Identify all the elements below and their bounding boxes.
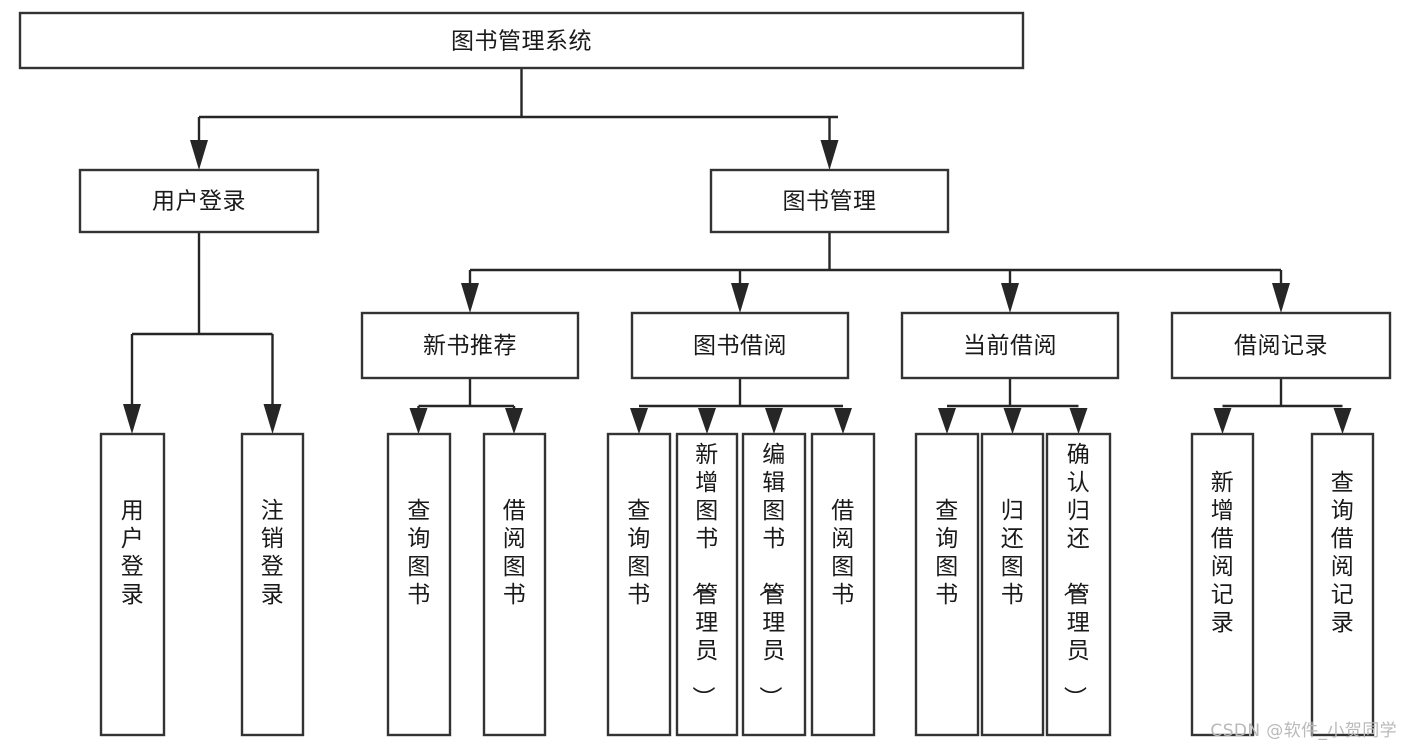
leaf-user-login-box[interactable]: [99, 432, 166, 737]
node-current-borrow-box[interactable]: [900, 311, 1120, 380]
node-book-borrow[interactable]: 图书借阅: [630, 311, 850, 380]
node-new-book-recommend-box[interactable]: [360, 311, 580, 380]
node-new-book-recommend-label: 新书推荐: [423, 333, 517, 359]
leaf-recommend-query-book-box[interactable]: [386, 432, 452, 737]
arrowhead-leaf-rec-query: [409, 408, 428, 434]
leaf-borrow-lend-book-box[interactable]: [810, 432, 876, 737]
leaf-record-query[interactable]: 查询借阅记录: [1310, 432, 1375, 737]
arrowhead-borrowrecord: [1272, 283, 1290, 313]
leaf-user-logout-box[interactable]: [240, 432, 305, 737]
leaf-borrow-lend-book[interactable]: 借阅图书: [810, 432, 876, 737]
leaf-recommend-borrow-book-box[interactable]: [482, 432, 547, 737]
leaf-current-query-book-box[interactable]: [914, 432, 980, 737]
node-root[interactable]: 图书管理系统: [18, 11, 1025, 70]
arrowhead-book-mgmt: [820, 140, 839, 170]
node-book-management-label: 图书管理: [783, 189, 877, 215]
leaf-current-confirm-return-label: 确认归还（管理员）: [1061, 442, 1091, 710]
node-user-login-label: 用户登录: [152, 189, 246, 215]
arrowhead-newbookrec: [461, 283, 479, 313]
leaf-current-return-book[interactable]: 归还图书: [980, 432, 1045, 737]
arrowhead-leaf-cur-confirm: [1069, 408, 1088, 434]
leaf-recommend-borrow-book-label: 借阅图书: [503, 498, 527, 608]
node-borrow-record-box[interactable]: [1170, 311, 1392, 380]
node-layer: 图书管理系统 用户登录 图书管理 新书推荐 图书借阅: [18, 11, 1392, 737]
arrowhead-leaf-borrow-edit: [765, 408, 783, 434]
leaf-record-add[interactable]: 新增借阅记录: [1190, 432, 1255, 737]
node-root-box[interactable]: [18, 11, 1025, 70]
node-book-borrow-box[interactable]: [630, 311, 850, 380]
node-current-borrow[interactable]: 当前借阅: [900, 311, 1120, 380]
leaf-borrow-edit-book-box[interactable]: [741, 432, 807, 737]
arrowhead-leaf-borrow-query: [630, 408, 648, 434]
node-user-login[interactable]: 用户登录: [78, 168, 320, 234]
connector-layer: [123, 68, 1352, 434]
leaf-recommend-query-book[interactable]: 查询图书: [386, 432, 452, 737]
leaf-borrow-edit-book-label: 编辑图书（管理员）: [756, 442, 786, 710]
node-borrow-record[interactable]: 借阅记录: [1170, 311, 1392, 380]
leaf-record-query-box[interactable]: [1310, 432, 1375, 737]
arrowhead-leaf-cur-return: [1003, 408, 1022, 434]
leaf-borrow-add-book-label: 新增图书（管理员）: [689, 442, 719, 710]
arrowhead-user-login: [190, 140, 208, 170]
leaf-borrow-query-book[interactable]: 查询图书: [606, 432, 672, 737]
arrowhead-leaf-cur-query: [938, 408, 956, 434]
arrowhead-currentborrow: [1001, 283, 1019, 313]
leaf-current-confirm-return-box[interactable]: [1045, 432, 1112, 737]
leaf-borrow-lend-book-label: 借阅图书: [831, 498, 855, 608]
leaf-record-add-label: 新增借阅记录: [1211, 470, 1235, 636]
leaf-user-logout-label: 注销登录: [261, 498, 285, 608]
arrowhead-leaf-rec-add: [1213, 408, 1232, 434]
leaf-user-login-label: 用户登录: [121, 498, 145, 608]
leaf-current-confirm-return[interactable]: 确认归还（管理员）: [1045, 432, 1112, 737]
leaf-recommend-query-book-label: 查询图书: [407, 498, 431, 608]
arrowhead-leaf-user-logout: [263, 404, 282, 434]
leaf-current-query-book[interactable]: 查询图书: [914, 432, 980, 737]
leaf-user-logout[interactable]: 注销登录: [240, 432, 305, 737]
node-user-login-box[interactable]: [78, 168, 320, 234]
node-book-management[interactable]: 图书管理: [709, 168, 950, 234]
leaf-borrow-add-book[interactable]: 新增图书（管理员）: [675, 432, 739, 737]
node-borrow-record-label: 借阅记录: [1234, 333, 1328, 359]
leaf-current-return-book-label: 归还图书: [1001, 498, 1025, 608]
arrowhead-leaf-borrow-add: [698, 408, 716, 434]
leaf-borrow-edit-book[interactable]: 编辑图书（管理员）: [741, 432, 807, 737]
node-current-borrow-label: 当前借阅: [963, 333, 1057, 359]
arrowhead-leaf-rec-query2: [1333, 408, 1352, 434]
leaf-current-query-book-label: 查询图书: [935, 498, 959, 608]
arrowhead-bookborrow: [731, 283, 749, 313]
node-new-book-recommend[interactable]: 新书推荐: [360, 311, 580, 380]
leaf-record-add-box[interactable]: [1190, 432, 1255, 737]
node-book-management-box[interactable]: [709, 168, 950, 234]
arrowhead-leaf-rec-borrow: [505, 408, 523, 434]
leaf-user-login[interactable]: 用户登录: [99, 432, 166, 737]
node-root-label: 图书管理系统: [451, 29, 592, 55]
arrowhead-leaf-borrow-lend: [834, 408, 852, 434]
leaf-current-return-book-box[interactable]: [980, 432, 1045, 737]
arrowhead-leaf-user-login: [123, 404, 141, 434]
leaf-borrow-query-book-label: 查询图书: [627, 498, 651, 608]
leaf-borrow-add-book-box[interactable]: [675, 432, 739, 737]
node-book-borrow-label: 图书借阅: [693, 333, 787, 359]
leaf-record-query-label: 查询借阅记录: [1331, 470, 1355, 636]
leaf-recommend-borrow-book[interactable]: 借阅图书: [482, 432, 547, 737]
leaf-borrow-query-book-box[interactable]: [606, 432, 672, 737]
